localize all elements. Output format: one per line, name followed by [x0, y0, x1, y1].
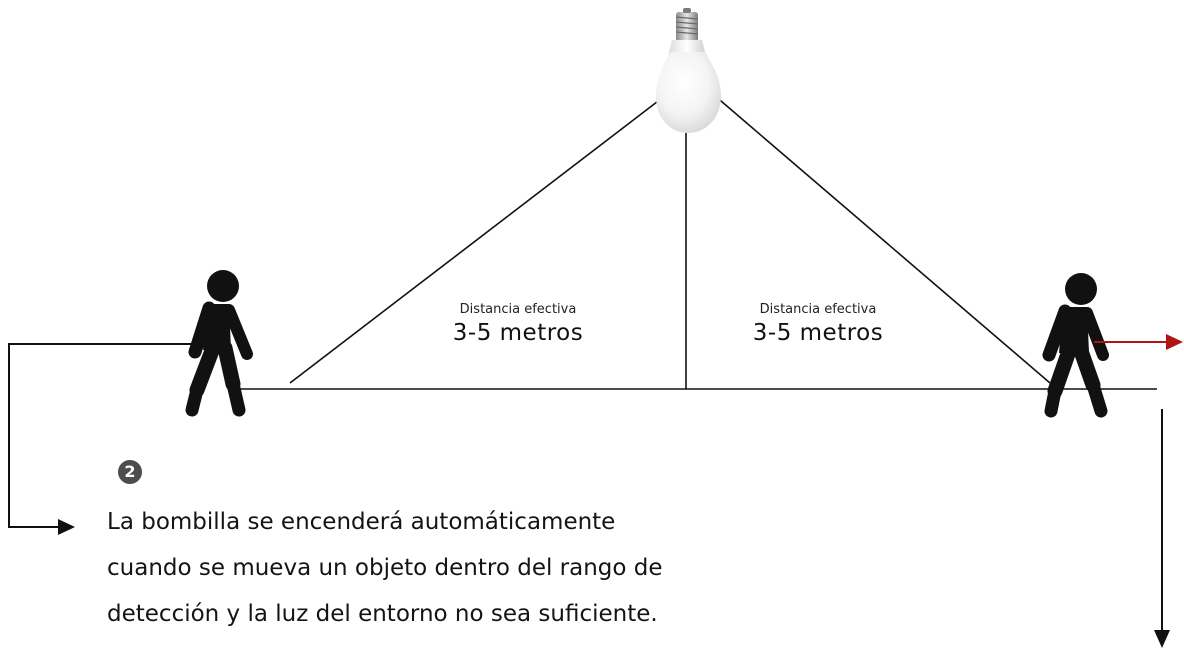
description-line: cuando se mueva un objeto dentro del ran…	[107, 555, 663, 581]
detection-lines	[236, 94, 1157, 390]
walking-person-icon	[1042, 273, 1109, 418]
zone-left-range: 3-5 metros	[452, 320, 584, 346]
motion-arrow-icon	[1094, 334, 1183, 350]
connector-arrow	[8, 343, 192, 535]
zone-right-caption: Distancia efectiva	[759, 302, 877, 317]
walking-person-icon	[185, 270, 253, 417]
zone-right-range: 3-5 metros	[752, 320, 884, 346]
left-beam-line	[289, 94, 667, 384]
zone-left-caption: Distancia efectiva	[459, 302, 577, 317]
step-number-badge: 2	[118, 460, 142, 484]
step-description: La bombilla se encenderá automáticamente…	[107, 499, 747, 637]
down-arrow	[1154, 409, 1170, 648]
right-beam-line	[713, 94, 1051, 384]
light-bulb-icon	[656, 8, 721, 133]
description-line: detección y la luz del entorno no sea su…	[107, 601, 658, 627]
description-line: La bombilla se encenderá automáticamente	[107, 509, 616, 535]
